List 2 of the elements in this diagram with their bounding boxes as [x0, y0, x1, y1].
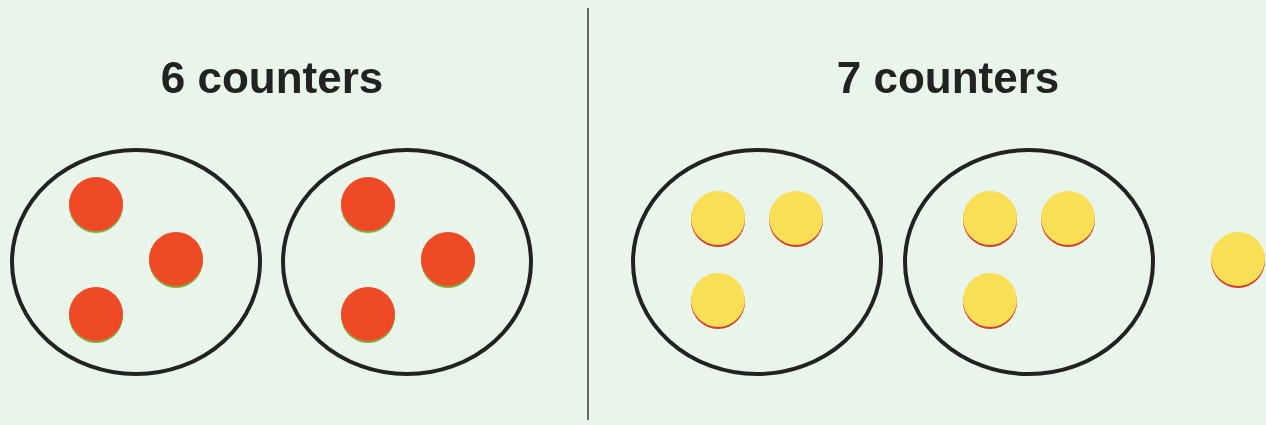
- heading: 6 counters: [160, 56, 384, 100]
- heading: 7 counters: [836, 56, 1060, 100]
